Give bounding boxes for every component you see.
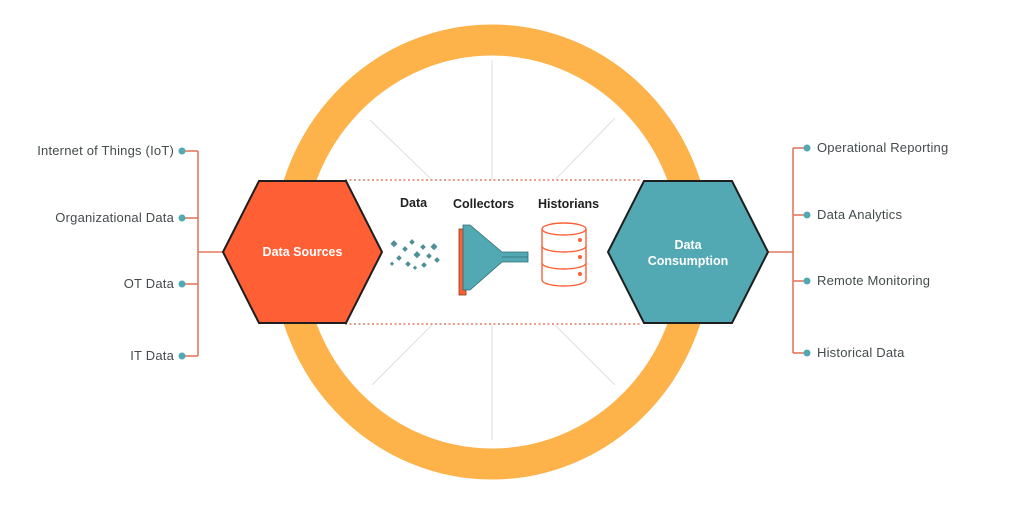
source-dot xyxy=(178,280,186,288)
funnel-collector-icon xyxy=(458,224,529,296)
data-consumption-label-line2: Consumption xyxy=(647,254,729,268)
source-label-it: IT Data xyxy=(130,348,174,363)
source-label-iot: Internet of Things (IoT) xyxy=(37,143,174,158)
source-label-organizational: Organizational Data xyxy=(55,210,174,225)
sources-dots xyxy=(178,147,186,360)
consumption-label-reporting: Operational Reporting xyxy=(817,140,949,155)
consumption-bracket xyxy=(767,147,807,354)
data-consumption-label-line1: Data xyxy=(674,238,702,252)
data-step-label: Data xyxy=(400,196,428,210)
source-dot xyxy=(178,352,186,360)
collectors-step-label: Collectors xyxy=(453,197,515,211)
ring-spokes xyxy=(369,60,616,440)
consumption-dot xyxy=(803,144,811,152)
source-label-ot: OT Data xyxy=(123,276,174,291)
sources-bracket xyxy=(182,150,224,357)
data-consumption-label: Data Consumption xyxy=(628,237,748,269)
source-dot xyxy=(178,147,186,155)
data-consumption-hexagon xyxy=(606,180,770,324)
consumption-dot xyxy=(803,211,811,219)
historians-step-label: Historians xyxy=(538,197,600,211)
consumption-label-monitoring: Remote Monitoring xyxy=(817,273,931,288)
scattered-data-icon xyxy=(389,239,440,270)
source-dot xyxy=(178,214,186,222)
consumption-dots xyxy=(803,144,811,357)
data-sources-hexagon xyxy=(221,180,384,324)
data-sources-label: Data Sources xyxy=(262,245,343,259)
consumption-label-analytics: Data Analytics xyxy=(817,207,903,222)
consumption-label-historical: Historical Data xyxy=(817,345,905,360)
database-cylinder-icon xyxy=(541,222,587,287)
consumption-dot xyxy=(803,349,811,357)
consumption-dot xyxy=(803,277,811,285)
